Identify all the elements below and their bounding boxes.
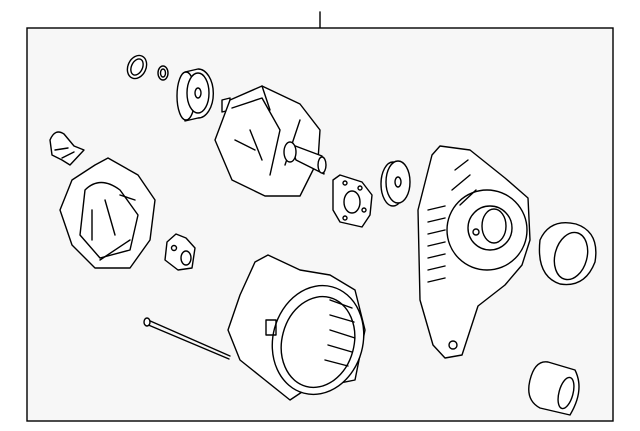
sleeve [528,361,580,416]
through-bolt [143,317,231,360]
terminal-boot [49,131,85,166]
rear-cover [59,157,156,269]
bearing-rear [176,68,214,122]
retainer-plate [332,174,373,228]
o-ring [126,54,148,80]
washer [157,65,169,81]
pulley-collar [538,222,597,286]
drive-end-frame [417,145,531,359]
bearing-front [380,160,411,207]
stator-housing [227,254,366,401]
rotor [214,85,327,197]
brush-holder [164,233,196,271]
